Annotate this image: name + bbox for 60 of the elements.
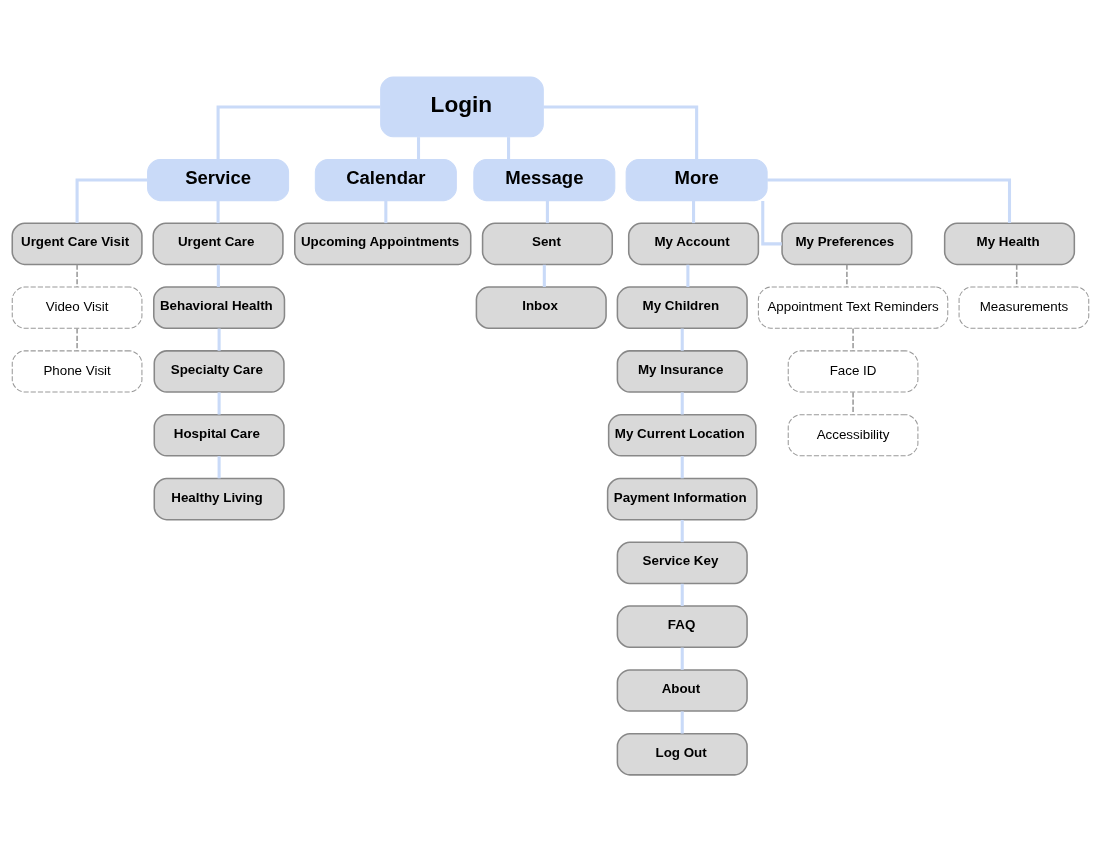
connector: [767, 178, 1012, 223]
connector: [216, 200, 220, 223]
node-box: Calendar: [314, 158, 457, 201]
connector: [692, 200, 696, 223]
connector: [846, 263, 848, 288]
node-box: Service: [147, 158, 290, 201]
node-box: Measurements: [958, 286, 1090, 329]
node-box: Service Key: [616, 541, 748, 584]
connector: [217, 391, 221, 415]
node-box: Inbox: [475, 285, 607, 329]
node-box: More: [625, 158, 768, 201]
node-box: Urgent Care Visit: [11, 222, 143, 265]
node-box: My Preferences: [781, 222, 913, 265]
connector: [76, 327, 78, 351]
connector: [680, 455, 684, 478]
node-box: My Children: [616, 285, 748, 329]
connector: [543, 104, 699, 159]
node-box: Upcoming Appointments: [294, 222, 472, 265]
node-box: Appointment Text Reminders: [757, 286, 949, 329]
connector: [507, 136, 511, 159]
node-box: Healthy Living: [153, 477, 285, 520]
node-box: Behavioral Health: [153, 285, 286, 329]
connector: [680, 328, 684, 351]
connector: [416, 136, 421, 159]
connector: [217, 328, 221, 351]
node-box: Face ID: [787, 349, 919, 393]
node-box: Hospital Care: [153, 413, 285, 457]
connector: [545, 200, 549, 223]
node-box: Sent: [481, 222, 613, 265]
node-box: Urgent Care: [152, 222, 284, 265]
node-box: My Account: [627, 222, 760, 265]
connector: [680, 583, 684, 606]
node-box: Payment Information: [606, 477, 758, 520]
connector: [680, 647, 684, 670]
node-box: Video Visit: [11, 286, 143, 329]
node-box: Login: [380, 76, 544, 137]
node-box: My Current Location: [607, 413, 757, 457]
connector: [76, 263, 78, 288]
connector: [852, 391, 854, 415]
connector: [680, 391, 684, 415]
connector: [384, 200, 388, 223]
connector: [75, 178, 148, 223]
node-box: Specialty Care: [153, 349, 285, 393]
node-box: Phone Visit: [11, 349, 143, 393]
connector: [852, 327, 854, 351]
connector: [217, 455, 221, 478]
node-box: Message: [473, 158, 616, 201]
node-box: My Insurance: [616, 349, 748, 393]
connector: [680, 519, 684, 542]
connector: [1015, 263, 1018, 288]
node-box: About: [616, 668, 748, 712]
node-box: Accessibility: [787, 413, 919, 456]
node-box: Log Out: [616, 732, 748, 776]
connector: [216, 104, 381, 159]
node-box: My Health: [943, 222, 1076, 265]
connector: [680, 710, 684, 734]
connector: [686, 264, 690, 287]
connector: [216, 264, 220, 287]
connector: [542, 264, 546, 287]
node-box: FAQ: [616, 604, 748, 648]
